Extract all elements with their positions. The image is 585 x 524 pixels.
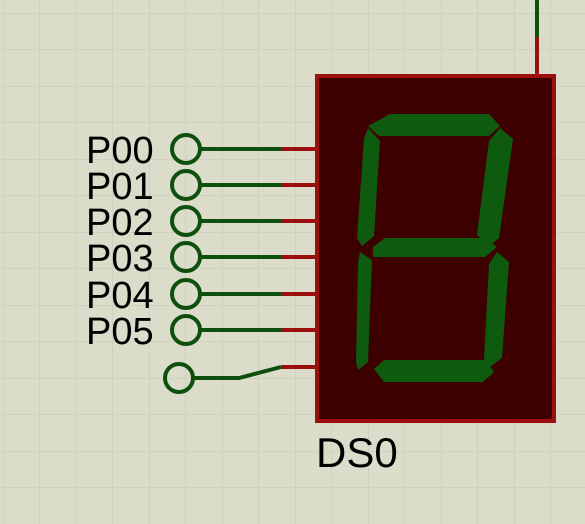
segment-b [477, 128, 513, 246]
pin-terminal[interactable] [170, 278, 202, 310]
pin-terminal[interactable] [170, 241, 202, 273]
pin-terminal[interactable] [170, 133, 202, 165]
segment-d [374, 360, 494, 382]
wire [194, 365, 282, 380]
pin-p04[interactable]: P04 [86, 275, 317, 317]
pin-p03[interactable]: P03 [86, 238, 317, 280]
pin-p01[interactable]: P01 [86, 166, 317, 208]
pin-common[interactable] [163, 362, 317, 394]
pin-p05[interactable]: P05 [86, 311, 317, 353]
pin-terminal[interactable] [170, 169, 202, 201]
pin-p02[interactable]: P02 [86, 202, 317, 244]
pin-label: P03 [86, 238, 154, 280]
pin-terminal[interactable] [170, 314, 202, 346]
segment-f [357, 128, 380, 246]
pin-label: P00 [86, 130, 154, 172]
segment-a [368, 114, 500, 136]
segment-g [373, 238, 497, 257]
pin-label: P04 [86, 275, 154, 317]
segment-c [484, 252, 509, 370]
pin-label: P05 [86, 311, 154, 353]
component-designator: DS0 [316, 429, 398, 476]
pin-terminal[interactable] [163, 362, 195, 394]
seven-segment-display[interactable] [315, 74, 556, 423]
pin-p00[interactable]: P00 [86, 130, 317, 172]
segment-group [356, 114, 513, 382]
pin-label: P01 [86, 166, 154, 208]
pin-terminal[interactable] [170, 205, 202, 237]
segment-e [356, 252, 372, 370]
pin-label: P02 [86, 202, 154, 244]
